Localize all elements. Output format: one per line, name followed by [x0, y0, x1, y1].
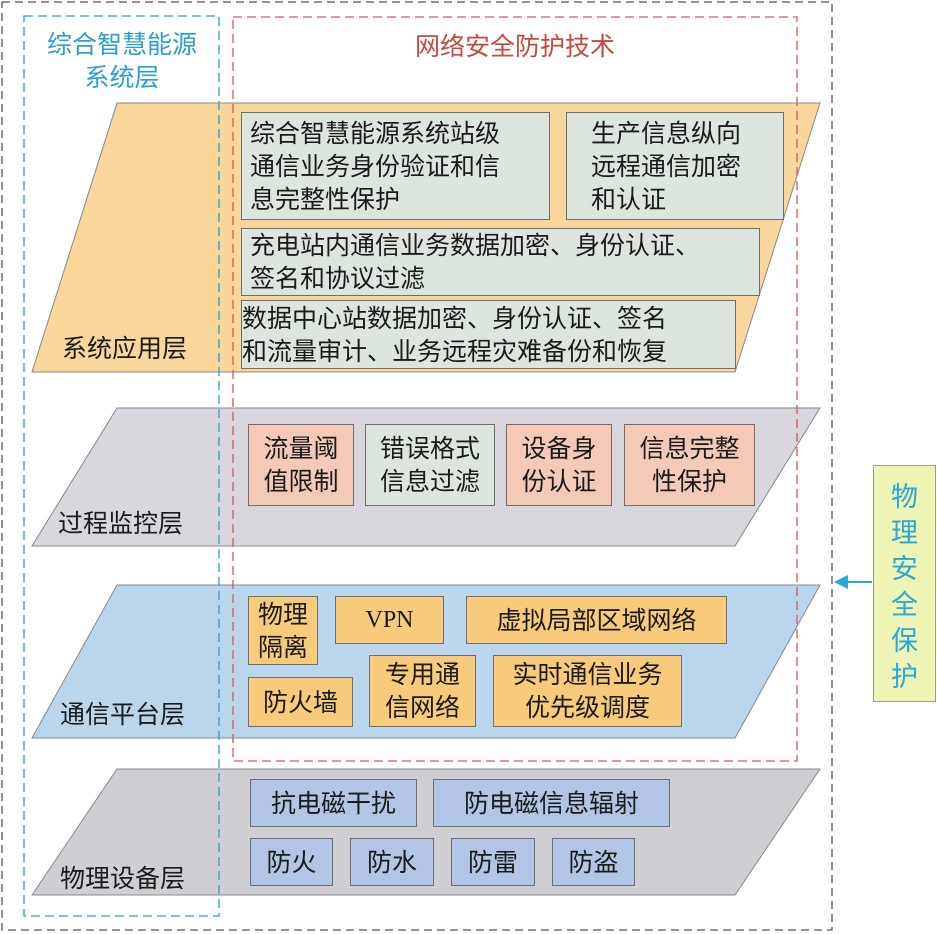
- left-column-title-line2: 系统层: [84, 63, 160, 92]
- process-item-line: 值限制: [263, 467, 339, 496]
- app-item-line: 远程通信加密: [591, 151, 742, 181]
- physical-security-char: 理: [891, 518, 918, 549]
- process-item-line: 流量阈: [263, 434, 339, 463]
- app-item-production-encryption: 生产信息纵向 远程通信加密 和认证: [566, 112, 784, 220]
- app-item-station-auth: 综合智慧能源系统站级 通信业务身份验证和信 息完整性保护: [241, 112, 550, 220]
- phys-item-anti-radiation: 防电磁信息辐射: [433, 779, 670, 827]
- comm-item-line: 物理: [257, 599, 308, 629]
- arrow-head: [834, 575, 848, 589]
- process-item-line: 份认证: [521, 467, 597, 496]
- process-layer-label: 过程监控层: [58, 509, 184, 538]
- app-item-data-center: 数据中心站数据加密、身份认证、签名 和流量审计、业务远程灾难备份和恢复: [241, 300, 736, 369]
- left-column-title-line1: 综合智慧能源: [46, 30, 197, 59]
- right-column-title: 网络安全防护技术: [414, 32, 615, 61]
- comm-item-line: 优先级调度: [524, 693, 650, 722]
- physical-security-char: 保: [891, 626, 918, 657]
- app-item-line: 生产信息纵向: [591, 118, 742, 148]
- comm-item-vpn: VPN: [335, 596, 444, 644]
- process-item-line: 设备身: [521, 434, 597, 463]
- right-column-frame: [232, 16, 798, 762]
- comm-item-line: 信网络: [384, 693, 460, 722]
- physical-layer-label: 物理设备层: [60, 864, 186, 893]
- app-item-line: 通信业务身份验证和信: [250, 151, 501, 181]
- process-item-line: 性保护: [651, 467, 727, 496]
- app-item-charging-station: 充电站内通信业务数据加密、身份认证、 签名和协议过滤: [241, 228, 760, 296]
- comm-item-private-network: 专用通 信网络: [369, 655, 476, 727]
- phys-item-antitheft: 防盗: [552, 838, 635, 886]
- comm-item-firewall: 防火墙: [248, 677, 353, 727]
- app-item-line: 综合智慧能源系统站级: [250, 118, 501, 148]
- phys-item-lightning: 防雷: [451, 838, 535, 886]
- process-item-line: 信息过滤: [379, 467, 480, 496]
- outer-frame: [1, 1, 833, 931]
- app-item-line: 和流量审计、业务远程灾难备份和恢复: [242, 336, 668, 366]
- physical-security-char: 全: [891, 590, 918, 621]
- phys-item-waterproof: 防水: [350, 838, 434, 886]
- left-column-title: 综合智慧能源 系统层: [30, 28, 214, 94]
- process-item-device-auth: 设备身 份认证: [506, 424, 612, 506]
- comm-item-line: 实时通信业务: [512, 660, 663, 689]
- process-item-line: 信息完整: [639, 434, 740, 463]
- physical-security-box: 物 理 安 全 保 护: [873, 465, 936, 702]
- process-item-line: 错误格式: [379, 434, 480, 463]
- physical-security-char: 护: [891, 662, 918, 693]
- physical-security-char: 物: [891, 482, 918, 513]
- comm-item-line: 专用通: [384, 660, 460, 689]
- app-item-line: 数据中心站数据加密、身份认证、签名: [242, 303, 668, 333]
- comm-item-vlan: 虚拟局部区域网络: [466, 596, 727, 644]
- comm-item-physical-isolation: 物理 隔离: [248, 596, 318, 665]
- phys-item-anti-emi: 抗电磁干扰: [250, 779, 417, 827]
- process-item-format-filter: 错误格式 信息过滤: [365, 424, 495, 506]
- process-item-integrity: 信息完整 性保护: [624, 424, 755, 506]
- process-item-traffic-threshold: 流量阈 值限制: [248, 424, 354, 506]
- communication-layer-label: 通信平台层: [60, 700, 186, 729]
- app-item-line: 签名和协议过滤: [250, 264, 426, 293]
- app-item-line: 息完整性保护: [250, 184, 401, 214]
- left-column-frame: [23, 15, 220, 917]
- application-layer-label: 系统应用层: [62, 334, 188, 363]
- phys-item-fireproof: 防火: [250, 838, 333, 886]
- comm-item-priority-scheduling: 实时通信业务 优先级调度: [493, 655, 682, 727]
- app-item-line: 和认证: [591, 184, 667, 214]
- comm-item-line: 隔离: [257, 632, 308, 662]
- app-item-line: 充电站内通信业务数据加密、身份认证、: [250, 231, 701, 260]
- physical-security-char: 安: [891, 554, 918, 585]
